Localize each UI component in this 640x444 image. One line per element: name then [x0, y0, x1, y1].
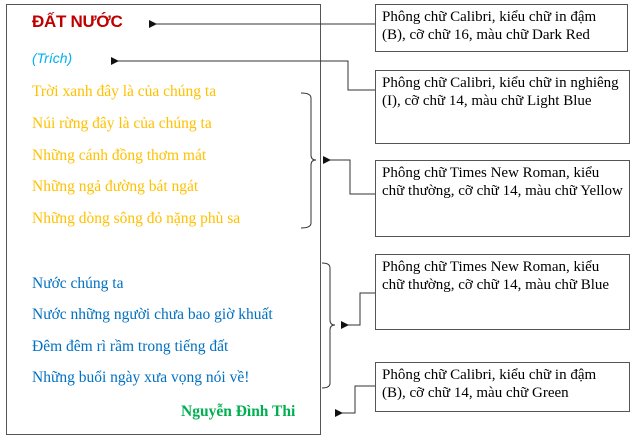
stanza1-line: Núi rừng đây là của chúng ta [32, 115, 212, 132]
stanza2-line: Đêm đêm rì rầm trong tiếng đất [32, 338, 229, 355]
stanza1-line: Trời xanh đây là của chúng ta [32, 83, 217, 100]
stanza1-line: Những ngả đường bát ngát [32, 178, 199, 195]
poem-frame [6, 4, 321, 435]
stanza2-line: Nước những người chưa bao giờ khuất [32, 306, 273, 323]
note-author-format: Phông chữ Calibri, kiểu chữ in đậm (B), … [375, 362, 630, 412]
stanza2-line: Những buổi ngày xưa vọng nói về! [32, 369, 250, 386]
stanza1-line: Những dòng sông đỏ nặng phù sa [32, 210, 241, 227]
poem-title: ĐẤT NƯỚC [32, 12, 123, 31]
stanza2-line: Nước chúng ta [32, 275, 124, 292]
arrow-author [335, 385, 375, 417]
poem-subtitle: (Trích) [32, 50, 73, 66]
bracket-stanza2 [321, 262, 336, 389]
note-stanza2-format: Phông chữ Times New Roman, kiểu chữ thườ… [375, 254, 630, 330]
note-title-format: Phông chữ Calibri, kiểu chữ in đậm (B), … [375, 4, 628, 52]
arrow-stanza1 [323, 156, 375, 195]
note-subtitle-format: Phông chữ Calibri, kiểu chữ in nghiêng (… [375, 70, 630, 144]
arrow-stanza2 [341, 292, 375, 329]
poem-author: Nguyễn Đình Thi [181, 403, 296, 420]
stanza1-line: Những cánh đồng thơm mát [32, 147, 207, 164]
arrow-subtitle [111, 57, 375, 91]
note-stanza1-format: Phông chữ Times New Roman, kiểu chữ thườ… [375, 160, 630, 237]
bracket-stanza1 [300, 92, 317, 229]
